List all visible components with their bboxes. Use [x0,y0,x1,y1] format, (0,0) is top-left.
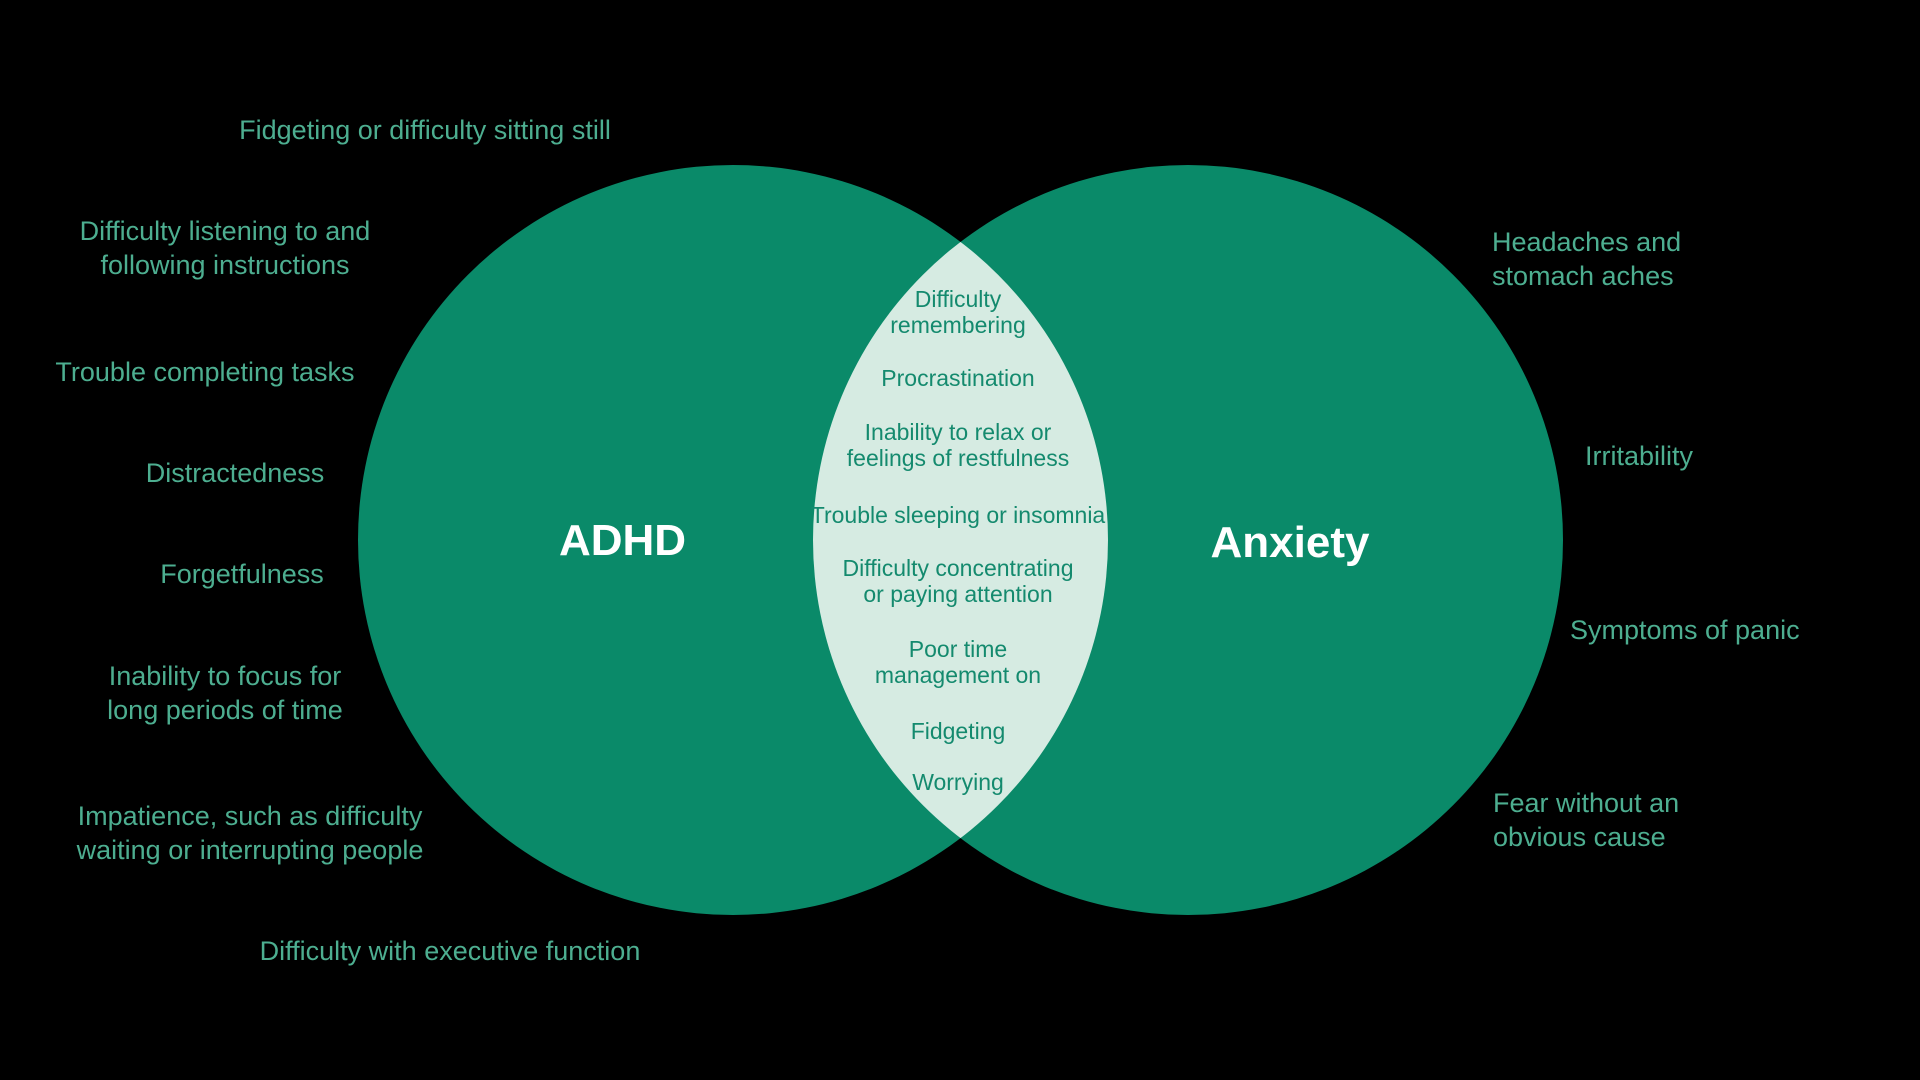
adhd-symptom-forgetfulness: Forgetfulness [160,559,324,589]
shared-symptom-worrying: Worrying [912,769,1004,795]
anxiety-symptom-symptoms-of-panic: Symptoms of panic [1570,615,1800,645]
adhd-circle-title: ADHD [558,516,687,565]
adhd-symptom-distractedness: Distractedness [145,458,325,488]
shared-symptom-trouble-sleeping: Trouble sleeping or insomnia [810,502,1106,528]
adhd-symptom-inability-to-focus: Inability to focus for long periods of t… [107,661,343,725]
anxiety-symptom-fear-without-cause: Fear without an obvious cause [1493,788,1680,852]
shared-symptom-procrastination: Procrastination [881,365,1035,391]
anxiety-symptom-irritability: Irritability [1585,441,1694,471]
shared-symptom-fidgeting: Fidgeting [910,718,1006,744]
shared-symptom-poor-time-management: Poor time management on [874,636,1042,688]
shared-symptom-difficulty-remembering: Difficulty remembering [890,286,1026,338]
adhd-symptom-difficulty-listening: Difficulty listening to and following in… [79,216,371,280]
anxiety-symptom-headaches-stomach-aches: Headaches and stomach aches [1492,227,1682,291]
shared-symptom-difficulty-concentrating: Difficulty concentrating or paying atten… [842,555,1074,607]
adhd-symptom-trouble-completing-tasks: Trouble completing tasks [55,357,355,387]
adhd-symptom-impatience: Impatience, such as difficulty waiting o… [76,801,424,865]
adhd-symptom-fidgeting-sitting-still: Fidgeting or difficulty sitting still [239,115,611,145]
overlap-region [813,165,1108,915]
anxiety-circle-title: Anxiety [1210,518,1370,567]
adhd-symptom-executive-function: Difficulty with executive function [259,936,641,966]
shared-symptom-inability-to-relax: Inability to relax or feelings of restfu… [846,419,1070,471]
